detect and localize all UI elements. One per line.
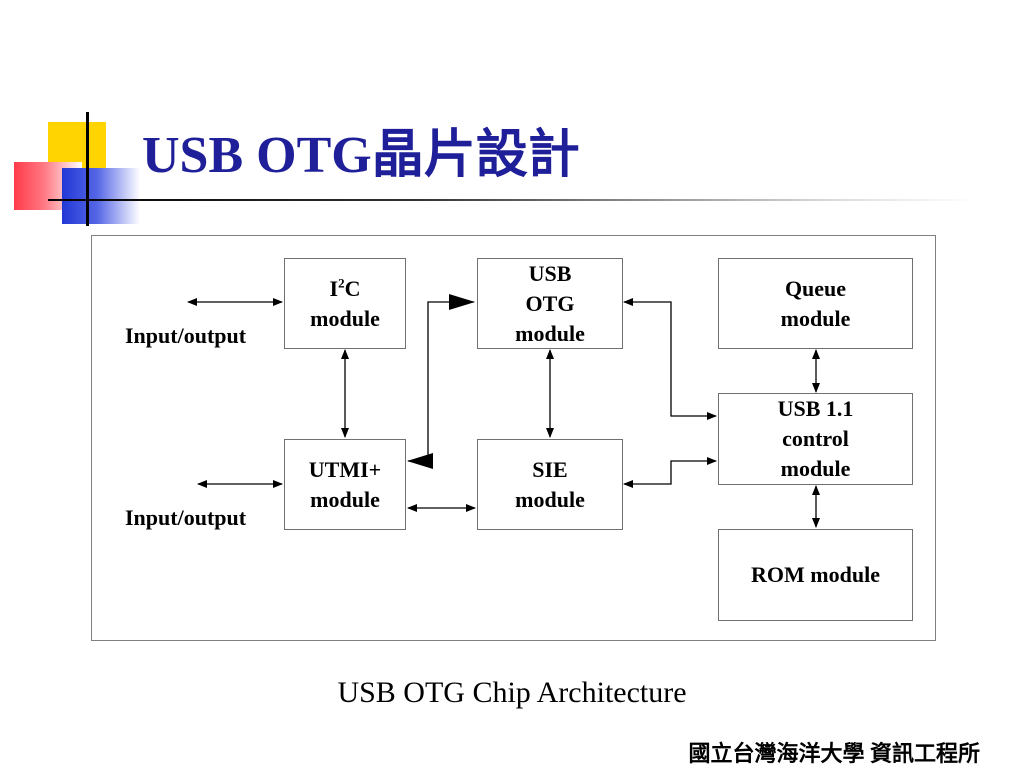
title-decoration-vertical-line (86, 112, 89, 226)
usb11-module-line1: USB 1.1 (777, 396, 854, 421)
sie-module-box: SIE module (477, 439, 623, 530)
queue-module-line2: module (780, 305, 851, 331)
utmi-module-box: UTMI+ module (284, 439, 406, 530)
title-decoration-blue-square (62, 168, 140, 224)
usb-otg-module-line2: OTG (525, 290, 575, 316)
slide-footer: 國立台灣海洋大學 資訊工程所 (688, 741, 980, 766)
queue-module-box: Queue module (718, 258, 913, 349)
io-label-top: Input/output (125, 323, 247, 348)
usb-otg-module-box: USB OTG module (477, 258, 623, 349)
i2c-module-line2: module (310, 305, 380, 331)
usb11-module-line2: control (782, 426, 849, 451)
sie-module-line1: SIE (532, 456, 568, 482)
usb11-control-module-box: USB 1.1 control module (718, 393, 913, 485)
diagram-caption: USB OTG Chip Architecture (337, 676, 687, 709)
title-underline (48, 199, 978, 201)
slide-title: USB OTG晶片設計 (142, 127, 580, 184)
sie-module-line2: module (515, 486, 585, 512)
io-label-bottom: Input/output (125, 505, 247, 530)
diagram-frame (91, 235, 936, 641)
rom-module-label: ROM module (751, 562, 880, 587)
usb11-module-line3: module (780, 456, 851, 481)
rom-module-box: ROM module (718, 529, 913, 621)
queue-module-line1: Queue (784, 275, 847, 301)
usb-otg-module-line1: USB (528, 260, 572, 286)
usb-otg-module-line3: module (515, 320, 585, 346)
utmi-module-line2: module (310, 486, 380, 512)
i2c-module-box: I2C module (284, 258, 406, 349)
i2c-module-name: I2C (329, 275, 361, 301)
utmi-module-line1: UTMI+ (308, 456, 382, 482)
